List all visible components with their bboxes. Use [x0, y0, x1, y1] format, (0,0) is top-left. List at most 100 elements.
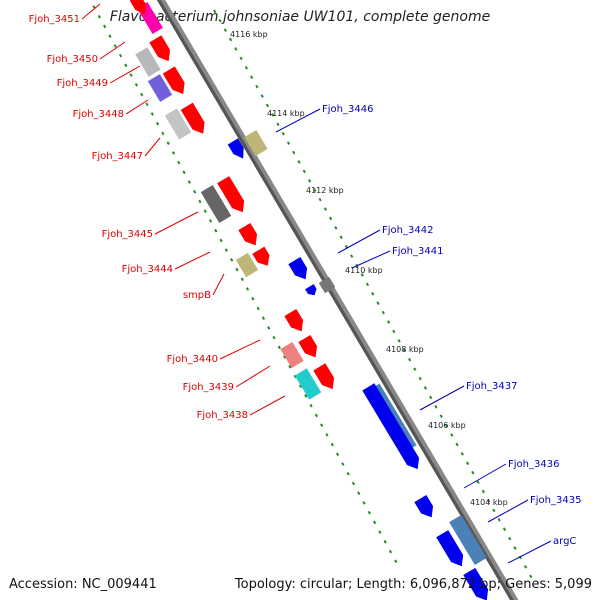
reverse-leader-line	[351, 250, 391, 269]
forward-gene-arrow	[180, 102, 205, 134]
inner-tick-mark	[118, 53, 123, 58]
forward-leader-line	[212, 273, 225, 296]
outer-tick-mark	[523, 565, 528, 569]
outer-tick-mark	[487, 499, 491, 503]
inner-tick-mark	[298, 384, 303, 389]
outer-tick-mark	[508, 536, 512, 541]
reverse-leader-line	[275, 108, 321, 133]
inner-tick-mark	[251, 296, 255, 301]
inner-tick-mark	[230, 258, 234, 262]
kbp-tick-label: 4108 kbp	[386, 345, 424, 354]
forward-leader-line	[249, 395, 286, 416]
forward-leader-line	[154, 211, 199, 235]
outer-tick-mark	[218, 18, 222, 23]
inner-tick-mark	[320, 423, 324, 427]
inner-tick-mark	[293, 374, 297, 379]
outer-tick-mark	[386, 320, 391, 324]
inner-tick-mark	[309, 403, 313, 408]
outer-tick-mark	[250, 75, 254, 80]
inner-tick-mark	[372, 520, 377, 525]
inner-tick-mark	[378, 530, 382, 534]
inner-tick-mark	[245, 287, 250, 291]
inner-tick-mark	[330, 442, 334, 447]
outer-tick-mark	[334, 226, 338, 230]
outer-tick-mark	[360, 273, 364, 277]
outer-tick-mark	[228, 37, 233, 42]
cog-box	[200, 184, 232, 224]
inner-tick-mark	[108, 34, 112, 38]
reverse-leader-line	[463, 463, 507, 489]
inner-tick-mark	[335, 452, 340, 457]
inner-tick-mark	[367, 510, 371, 515]
forward-leader-line	[174, 251, 211, 270]
reverse-leader-line	[507, 540, 552, 564]
inner-tick-mark	[198, 199, 202, 204]
cog-box	[294, 368, 322, 400]
outer-tick-mark	[271, 113, 275, 117]
inner-tick-mark	[388, 549, 393, 554]
inner-tick-mark	[314, 413, 319, 418]
inner-tick-mark	[357, 491, 361, 496]
reverse-gene-arrow	[362, 383, 420, 470]
forward-gene-arrow	[162, 66, 185, 95]
outer-tick-mark	[329, 216, 333, 221]
forward-gene-label: Fjoh_3440	[167, 354, 218, 365]
reverse-gene-label: Fjoh_3436	[508, 459, 559, 470]
inner-tick-mark	[134, 83, 139, 87]
reverse-gene-arrow	[305, 284, 317, 296]
inner-tick-mark	[150, 112, 154, 116]
outer-tick-mark	[276, 122, 280, 127]
forward-leader-line	[81, 3, 101, 20]
inner-tick-mark	[235, 267, 239, 272]
inner-tick-mark	[97, 14, 101, 19]
cog-boxes	[135, 2, 487, 566]
reverse-leader-line	[487, 499, 529, 523]
outer-tick-mark	[460, 452, 464, 456]
forward-leader-line	[235, 365, 271, 388]
gene-labels: Fjoh_3451Fjoh_3450Fjoh_3449Fjoh_3448Fjoh…	[29, 3, 581, 564]
inner-tick-mark	[288, 365, 292, 369]
reverse-gene-arrow	[463, 567, 489, 600]
outer-tick-mark	[513, 546, 517, 550]
inner-tick-mark	[341, 462, 345, 466]
kbp-tick-label: 4110 kbp	[345, 266, 383, 275]
forward-gene-label: Fjoh_3448	[73, 109, 124, 120]
outer-tick-mark	[260, 94, 264, 98]
reverse-gene-label: Fjoh_3441	[392, 246, 443, 257]
forward-gene-arrow	[284, 308, 304, 332]
inner-tick-mark	[161, 131, 165, 136]
forward-gene-arrow	[252, 246, 270, 266]
outer-tick-mark	[392, 329, 396, 334]
outer-tick-mark	[444, 423, 449, 428]
inner-tick-mark	[182, 170, 186, 175]
reverse-gene-arrow	[227, 138, 244, 159]
outer-tick-mark	[408, 357, 412, 362]
tick-rings	[92, 5, 533, 579]
outer-tick-mark	[434, 404, 438, 409]
outer-tick-mark	[423, 386, 428, 390]
inner-tick-mark	[351, 481, 356, 486]
kbp-tick-label: 4106 kbp	[428, 421, 466, 430]
inner-tick-mark	[256, 306, 260, 311]
forward-gene-arrow	[217, 176, 245, 213]
reverse-gene-arrow	[414, 494, 434, 518]
forward-gene-arrow	[313, 363, 335, 390]
forward-gene-label: Fjoh_3447	[92, 151, 143, 162]
inner-tick-mark	[203, 209, 207, 214]
outer-tick-mark	[292, 150, 296, 155]
forward-leader-line	[144, 137, 161, 157]
forward-gene-arrow	[129, 0, 146, 15]
reverse-gene-label: Fjoh_3442	[382, 225, 433, 236]
inner-tick-mark	[129, 73, 133, 77]
inner-tick-mark	[325, 433, 329, 437]
kbp-tick-label: 4114 kbp	[267, 109, 305, 118]
inner-tick-mark	[240, 277, 244, 282]
inner-tick-mark	[193, 189, 197, 194]
outer-tick-mark	[281, 131, 285, 136]
reverse-leader-line	[337, 229, 381, 254]
outer-tick-mark	[323, 207, 328, 211]
outer-tick-mark	[265, 103, 270, 108]
cog-box	[244, 129, 268, 157]
